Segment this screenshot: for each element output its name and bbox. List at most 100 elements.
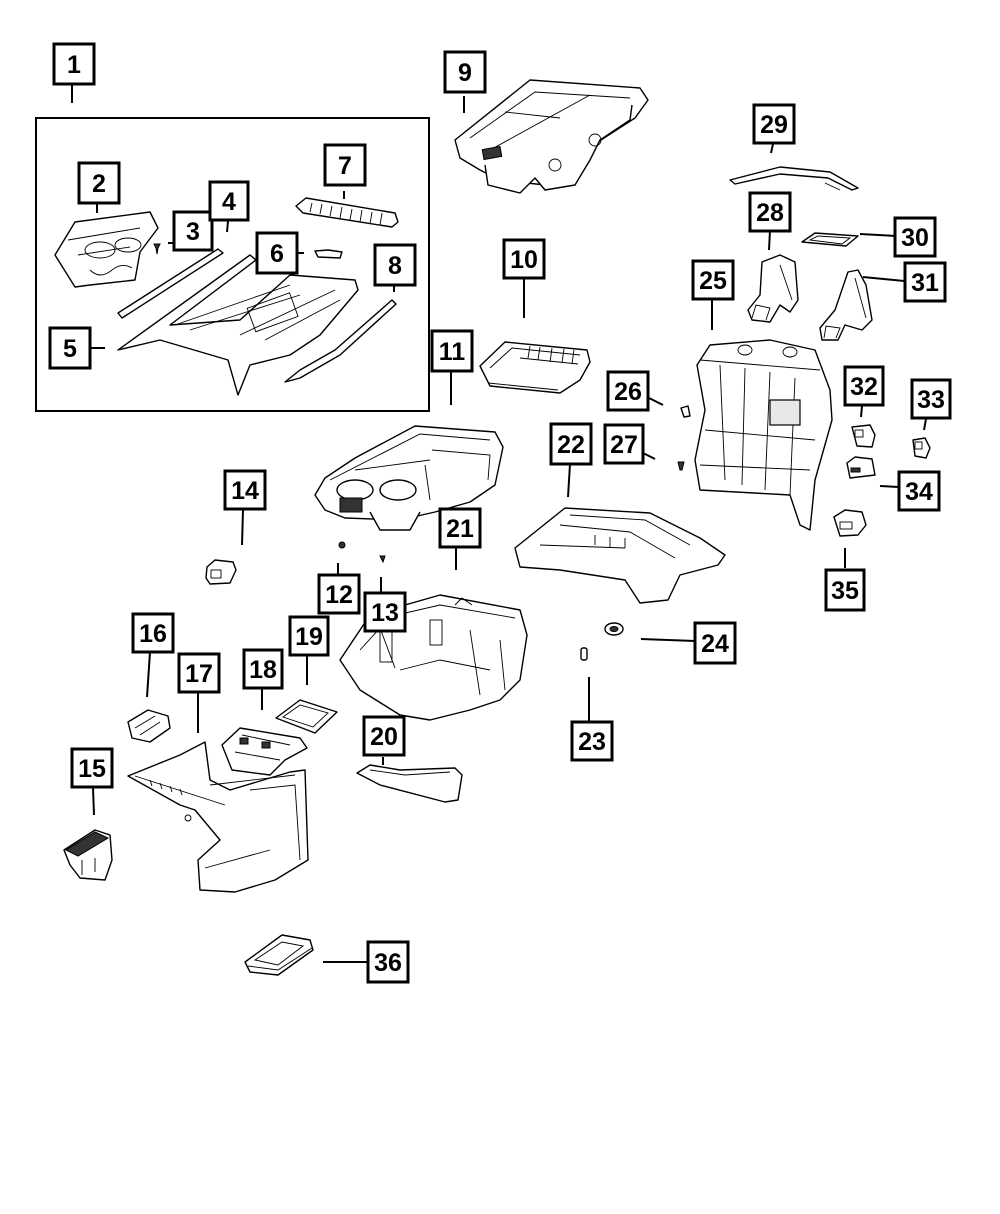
part-36-control-module[interactable]: [244, 934, 314, 976]
callout-28[interactable]: 28: [748, 191, 792, 233]
part-4-trim-strip[interactable]: [117, 248, 224, 319]
part-14-switch[interactable]: [205, 559, 237, 585]
callout-label: 22: [557, 431, 585, 459]
assembly-group-frame: [35, 117, 430, 412]
callout-30[interactable]: 30: [893, 216, 937, 258]
callout-13[interactable]: 13: [363, 591, 407, 633]
callout-29[interactable]: 29: [752, 103, 796, 145]
callout-label: 32: [850, 373, 878, 401]
leader-22: [567, 463, 571, 498]
leader-27: [642, 452, 656, 460]
part-5-console-bezel[interactable]: [117, 254, 359, 396]
callout-label: 3: [186, 218, 200, 246]
callout-34[interactable]: 34: [897, 470, 941, 512]
callout-label: 24: [701, 630, 729, 658]
callout-label: 18: [249, 656, 277, 684]
callout-23[interactable]: 23: [570, 720, 614, 762]
part-35-power-outlet[interactable]: [833, 509, 867, 537]
callout-36[interactable]: 36: [366, 940, 410, 984]
callout-2[interactable]: 2: [77, 161, 121, 205]
callout-17[interactable]: 17: [177, 652, 221, 694]
part-32-switch[interactable]: [851, 424, 876, 448]
callout-label: 27: [610, 431, 638, 459]
callout-14[interactable]: 14: [223, 469, 267, 511]
callout-label: 25: [699, 267, 727, 295]
part-25-rear-panel[interactable]: [694, 339, 833, 531]
callout-5[interactable]: 5: [48, 326, 92, 370]
callout-8[interactable]: 8: [373, 243, 417, 287]
part-28-air-duct[interactable]: [747, 254, 799, 323]
part-8-trim-strip[interactable]: [284, 299, 397, 383]
callout-label: 9: [458, 59, 472, 87]
part-11-cupholder-bin[interactable]: [314, 425, 504, 531]
callout-1[interactable]: 1: [52, 42, 96, 86]
callout-16[interactable]: 16: [131, 612, 175, 654]
callout-31[interactable]: 31: [903, 261, 947, 303]
part-29-trim-molding[interactable]: [729, 166, 859, 191]
callout-15[interactable]: 15: [70, 747, 114, 789]
callout-35[interactable]: 35: [824, 568, 866, 612]
leader-30: [859, 233, 898, 237]
callout-25[interactable]: 25: [691, 259, 735, 301]
part-19-mat[interactable]: [275, 699, 338, 734]
callout-18[interactable]: 18: [242, 648, 284, 690]
callout-20[interactable]: 20: [362, 715, 406, 757]
part-7-ventilation-grille[interactable]: [295, 197, 399, 228]
part-18-bin-insert[interactable]: [221, 727, 308, 776]
part-9-armrest-lid[interactable]: [454, 79, 649, 194]
part-26-clip[interactable]: [680, 405, 691, 418]
part-33-outlet[interactable]: [912, 437, 931, 459]
callout-label: 19: [295, 623, 323, 651]
callout-19[interactable]: 19: [288, 615, 330, 657]
callout-label: 15: [78, 755, 106, 783]
part-24-grommet[interactable]: [604, 622, 624, 636]
callout-10[interactable]: 10: [502, 238, 546, 280]
leader-28: [768, 229, 771, 251]
callout-label: 31: [911, 269, 939, 297]
callout-4[interactable]: 4: [208, 180, 250, 222]
part-10-storage-tray[interactable]: [479, 341, 591, 394]
part-3-screw[interactable]: [153, 243, 161, 255]
callout-24[interactable]: 24: [693, 621, 737, 665]
callout-label: 23: [578, 728, 606, 756]
callout-label: 17: [185, 660, 213, 688]
part-30-mat[interactable]: [801, 232, 859, 247]
part-15-usb-hub[interactable]: [63, 829, 113, 881]
callout-label: 35: [831, 577, 859, 605]
callout-label: 33: [917, 386, 945, 414]
callout-33[interactable]: 33: [910, 378, 952, 420]
part-23-bolt[interactable]: [580, 647, 588, 661]
callout-26[interactable]: 26: [606, 370, 650, 412]
part-17-console-front-bracket[interactable]: [127, 741, 309, 893]
callout-label: 5: [63, 335, 77, 363]
callout-label: 11: [439, 338, 466, 366]
part-13-screw[interactable]: [379, 555, 386, 564]
part-2-cupholder-insert[interactable]: [54, 211, 159, 288]
callout-3[interactable]: 3: [172, 210, 214, 252]
callout-label: 1: [67, 51, 81, 79]
callout-label: 28: [756, 199, 784, 227]
part-6-latch-button[interactable]: [314, 249, 343, 259]
leader-4: [226, 220, 229, 233]
part-31-air-duct[interactable]: [819, 269, 873, 341]
leader-lines: [71, 84, 927, 963]
part-27-screw[interactable]: [677, 461, 685, 471]
callout-6[interactable]: 6: [255, 231, 299, 275]
callout-7[interactable]: 7: [323, 143, 367, 187]
callout-27[interactable]: 27: [603, 423, 645, 465]
part-22-console-bracket[interactable]: [514, 507, 726, 604]
callout-12[interactable]: 12: [317, 573, 361, 615]
callout-22[interactable]: 22: [549, 422, 593, 466]
callout-32[interactable]: 32: [843, 365, 885, 407]
callout-9[interactable]: 9: [443, 50, 487, 94]
callout-label: 36: [374, 949, 402, 977]
part-12-clip[interactable]: [338, 541, 346, 549]
callout-21[interactable]: 21: [438, 507, 482, 549]
leader-31: [862, 276, 905, 282]
part-20-side-trim[interactable]: [356, 764, 463, 803]
callout-label: 8: [388, 252, 402, 280]
part-16-connector[interactable]: [127, 709, 171, 743]
callout-11[interactable]: 11: [430, 329, 474, 373]
part-34-usb-port[interactable]: [846, 456, 876, 479]
